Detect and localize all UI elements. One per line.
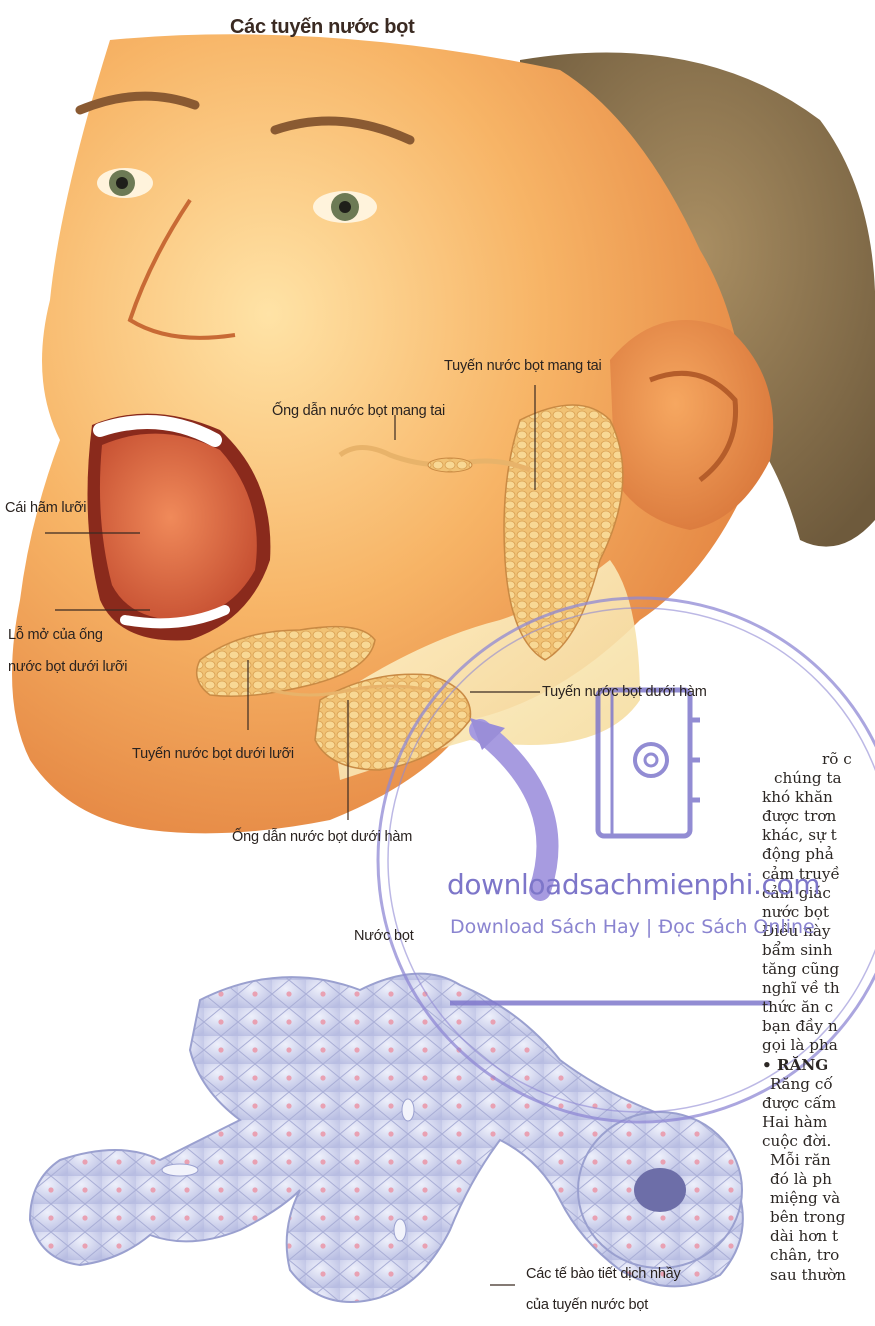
label-frenulum: Cái hãm lưỡi	[5, 500, 86, 516]
label-submandibular-gland: Tuyến nước bọt dưới hàm	[542, 684, 707, 700]
text-line: động phả	[762, 845, 875, 864]
label-parotid-duct: Ống dẫn nước bọt mang tai	[272, 403, 445, 419]
text-line: Mỗi răn	[762, 1151, 875, 1170]
text-line: Răng cố	[762, 1075, 875, 1094]
label-secretory-cells-line1: Các tế bào tiết dịch nhầy	[526, 1266, 681, 1282]
label-sublingual-opening-line1: Lỗ mở của ống	[8, 627, 103, 643]
label-secretory-cells-line2: của tuyến nước bọt	[526, 1297, 648, 1313]
text-line: tăng cũng	[762, 960, 875, 979]
text-line: nghĩ về th	[762, 979, 875, 998]
label-sublingual-gland: Tuyến nước bọt dưới lưỡi	[132, 746, 294, 762]
text-line: bạn đầy n	[762, 1017, 875, 1036]
label-parotid-gland: Tuyến nước bọt mang tai	[444, 358, 602, 374]
text-line: khác, sự t	[762, 826, 875, 845]
label-submandibular-duct: Ống dẫn nước bọt dưới hàm	[232, 829, 412, 845]
text-line: bên trong	[762, 1208, 875, 1227]
figure-title: Các tuyến nước bọt	[230, 16, 414, 39]
text-line: dài hơn t	[762, 1227, 875, 1246]
label-saliva: Nước bọt	[354, 928, 414, 944]
text-line: rõ c	[762, 750, 875, 769]
text-line: cuộc đời.	[762, 1132, 875, 1151]
book-icon	[598, 690, 700, 836]
body-text-column: rõ c chúng ta khó khăn được trơn khác, s…	[762, 750, 875, 1285]
label-sublingual-opening-line2: nước bọt dưới lưỡi	[8, 659, 127, 675]
text-line: được trơn	[762, 807, 875, 826]
text-line: Hai hàm	[762, 1113, 875, 1132]
text-line: miệng và	[762, 1189, 875, 1208]
text-line: thức ăn c	[762, 998, 875, 1017]
text-line: sau thườn	[762, 1266, 875, 1285]
text-line: gọi là pha	[762, 1036, 875, 1055]
watermark-site: downloadsachmienphi.com	[447, 868, 820, 901]
text-line: chân, tro	[762, 1246, 875, 1265]
watermark-tagline: Download Sách Hay | Đọc Sách Online	[450, 916, 815, 938]
text-line: đó là ph	[762, 1170, 875, 1189]
text-line: chúng ta	[762, 769, 875, 788]
section-heading: • RĂNG	[762, 1056, 875, 1075]
text-line: khó khăn	[762, 788, 875, 807]
text-line: được cấm	[762, 1094, 875, 1113]
text-line: bẩm sinh	[762, 941, 875, 960]
